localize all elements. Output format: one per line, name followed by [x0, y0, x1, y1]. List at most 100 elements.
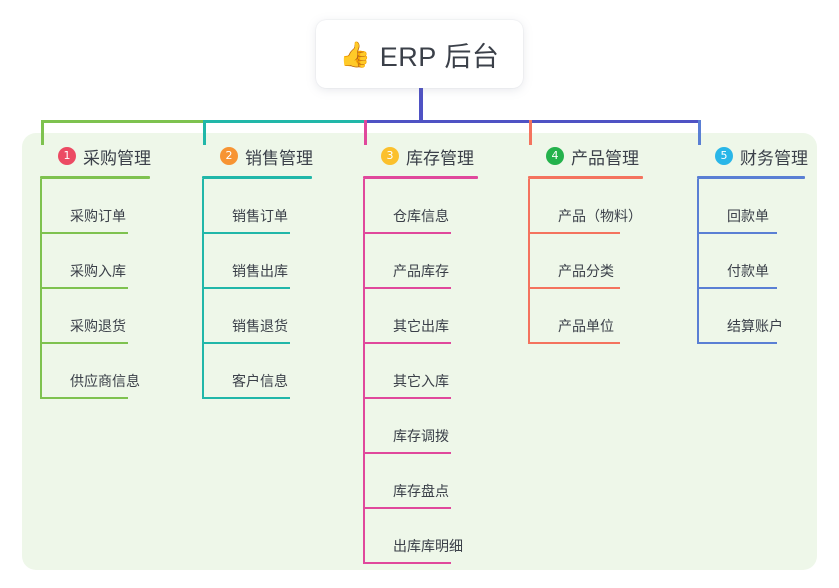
leaf-node[interactable]: 供应商信息 — [40, 344, 151, 399]
leaf-node[interactable]: 仓库信息 — [363, 179, 478, 234]
branch-title: 库存管理 — [406, 148, 474, 168]
branch-drop-5 — [698, 120, 701, 145]
leaf-label: 采购入库 — [70, 263, 126, 279]
leaf-node[interactable]: 销售退货 — [202, 289, 313, 344]
branch-drop-1 — [41, 120, 44, 145]
thumbs-up-icon: 👍 — [339, 40, 371, 69]
leaf-label: 产品分类 — [558, 263, 614, 279]
leaf-underline — [202, 397, 290, 399]
leaf-underline — [363, 397, 451, 399]
branch-leaf-list: 产品（物料） 产品分类产品单位 — [528, 179, 643, 344]
leaf-node[interactable]: 其它出库 — [363, 289, 478, 344]
bus-segment-3 — [364, 120, 532, 123]
leaf-label: 采购订单 — [70, 208, 126, 224]
leaf-underline — [202, 287, 290, 289]
diagram-background-panel — [22, 133, 817, 570]
branch-number-badge: 4 — [546, 147, 564, 165]
bus-segment-4 — [529, 120, 701, 123]
leaf-underline — [697, 287, 777, 289]
leaf-underline — [528, 232, 620, 234]
leaf-node[interactable]: 付款单 — [697, 234, 808, 289]
leaf-node[interactable]: 库存调拨 — [363, 399, 478, 454]
leaf-node[interactable]: 其它入库 — [363, 344, 478, 399]
branch-header-underline — [528, 176, 643, 179]
leaf-node[interactable]: 产品单位 — [528, 289, 643, 344]
leaf-underline — [697, 232, 777, 234]
root-node[interactable]: 👍 ERP 后台 — [316, 20, 523, 88]
leaf-node[interactable]: 结算账户 — [697, 289, 808, 344]
leaf-underline — [528, 342, 620, 344]
branch-number-badge: 5 — [715, 147, 733, 165]
branch-header-underline — [697, 176, 805, 179]
leaf-underline — [40, 287, 128, 289]
leaf-label: 仓库信息 — [393, 208, 449, 224]
leaf-node[interactable]: 回款单 — [697, 179, 808, 234]
branch-number-badge: 3 — [381, 147, 399, 165]
branch-header-underline — [40, 176, 150, 179]
leaf-label: 产品单位 — [558, 318, 614, 334]
branch-column-5: 5 财务管理回款单付款单结算账户 — [697, 143, 808, 344]
branch-spine — [528, 179, 530, 344]
leaf-underline — [363, 452, 451, 454]
leaf-label: 采购退货 — [70, 318, 126, 334]
bus-segment-2 — [203, 120, 367, 123]
branch-column-3: 3 库存管理仓库信息产品库存其它出库其它入库库存调拨库存盘点出库库明细 — [363, 143, 478, 564]
leaf-label: 回款单 — [727, 208, 769, 224]
bus-segment-1 — [41, 120, 206, 123]
branch-drop-4 — [529, 120, 532, 145]
leaf-underline — [40, 397, 128, 399]
leaf-node[interactable]: 销售出库 — [202, 234, 313, 289]
branch-leaf-list: 销售订单销售出库销售退货客户信息 — [202, 179, 313, 399]
leaf-label: 销售出库 — [232, 263, 288, 279]
branch-number-badge: 2 — [220, 147, 238, 165]
leaf-underline — [363, 562, 451, 564]
leaf-label: 库存盘点 — [393, 483, 449, 499]
branch-title: 销售管理 — [245, 148, 313, 168]
leaf-label: 其它出库 — [393, 318, 449, 334]
leaf-node[interactable]: 产品（物料） — [528, 179, 643, 234]
leaf-label: 销售退货 — [232, 318, 288, 334]
leaf-underline — [363, 507, 451, 509]
branch-drop-2 — [203, 120, 206, 145]
root-stem — [419, 86, 423, 123]
leaf-node[interactable]: 库存盘点 — [363, 454, 478, 509]
branch-header-3[interactable]: 3 库存管理 — [363, 143, 478, 169]
branch-spine — [363, 179, 365, 564]
branch-header-underline — [202, 176, 312, 179]
leaf-node[interactable]: 采购订单 — [40, 179, 151, 234]
branch-spine — [40, 179, 42, 399]
branch-spine — [202, 179, 204, 399]
leaf-underline — [363, 342, 451, 344]
leaf-label: 产品库存 — [393, 263, 449, 279]
branch-column-2: 2 销售管理销售订单销售出库销售退货客户信息 — [202, 143, 313, 399]
leaf-node[interactable]: 销售订单 — [202, 179, 313, 234]
leaf-label: 供应商信息 — [70, 373, 140, 389]
branch-title: 采购管理 — [83, 148, 151, 168]
branch-column-1: 1 采购管理采购订单采购入库采购退货供应商信息 — [40, 143, 151, 399]
branch-number-badge: 1 — [58, 147, 76, 165]
leaf-label: 产品（物料） — [558, 208, 642, 224]
leaf-underline — [697, 342, 777, 344]
leaf-underline — [363, 287, 451, 289]
leaf-node[interactable]: 采购退货 — [40, 289, 151, 344]
leaf-label: 出库库明细 — [393, 538, 463, 554]
leaf-node[interactable]: 产品库存 — [363, 234, 478, 289]
branch-header-1[interactable]: 1 采购管理 — [40, 143, 151, 169]
leaf-label: 其它入库 — [393, 373, 449, 389]
leaf-node[interactable]: 采购入库 — [40, 234, 151, 289]
leaf-node[interactable]: 出库库明细 — [363, 509, 478, 564]
branch-header-2[interactable]: 2 销售管理 — [202, 143, 313, 169]
leaf-label: 结算账户 — [727, 318, 783, 334]
leaf-node[interactable]: 产品分类 — [528, 234, 643, 289]
leaf-label: 客户信息 — [232, 373, 288, 389]
leaf-node[interactable]: 客户信息 — [202, 344, 313, 399]
leaf-underline — [363, 232, 451, 234]
root-node-title: ERP 后台 — [379, 41, 500, 72]
branch-title: 财务管理 — [740, 148, 808, 168]
leaf-label: 付款单 — [727, 263, 769, 279]
branch-drop-3 — [364, 120, 367, 145]
branch-header-5[interactable]: 5 财务管理 — [697, 143, 808, 169]
